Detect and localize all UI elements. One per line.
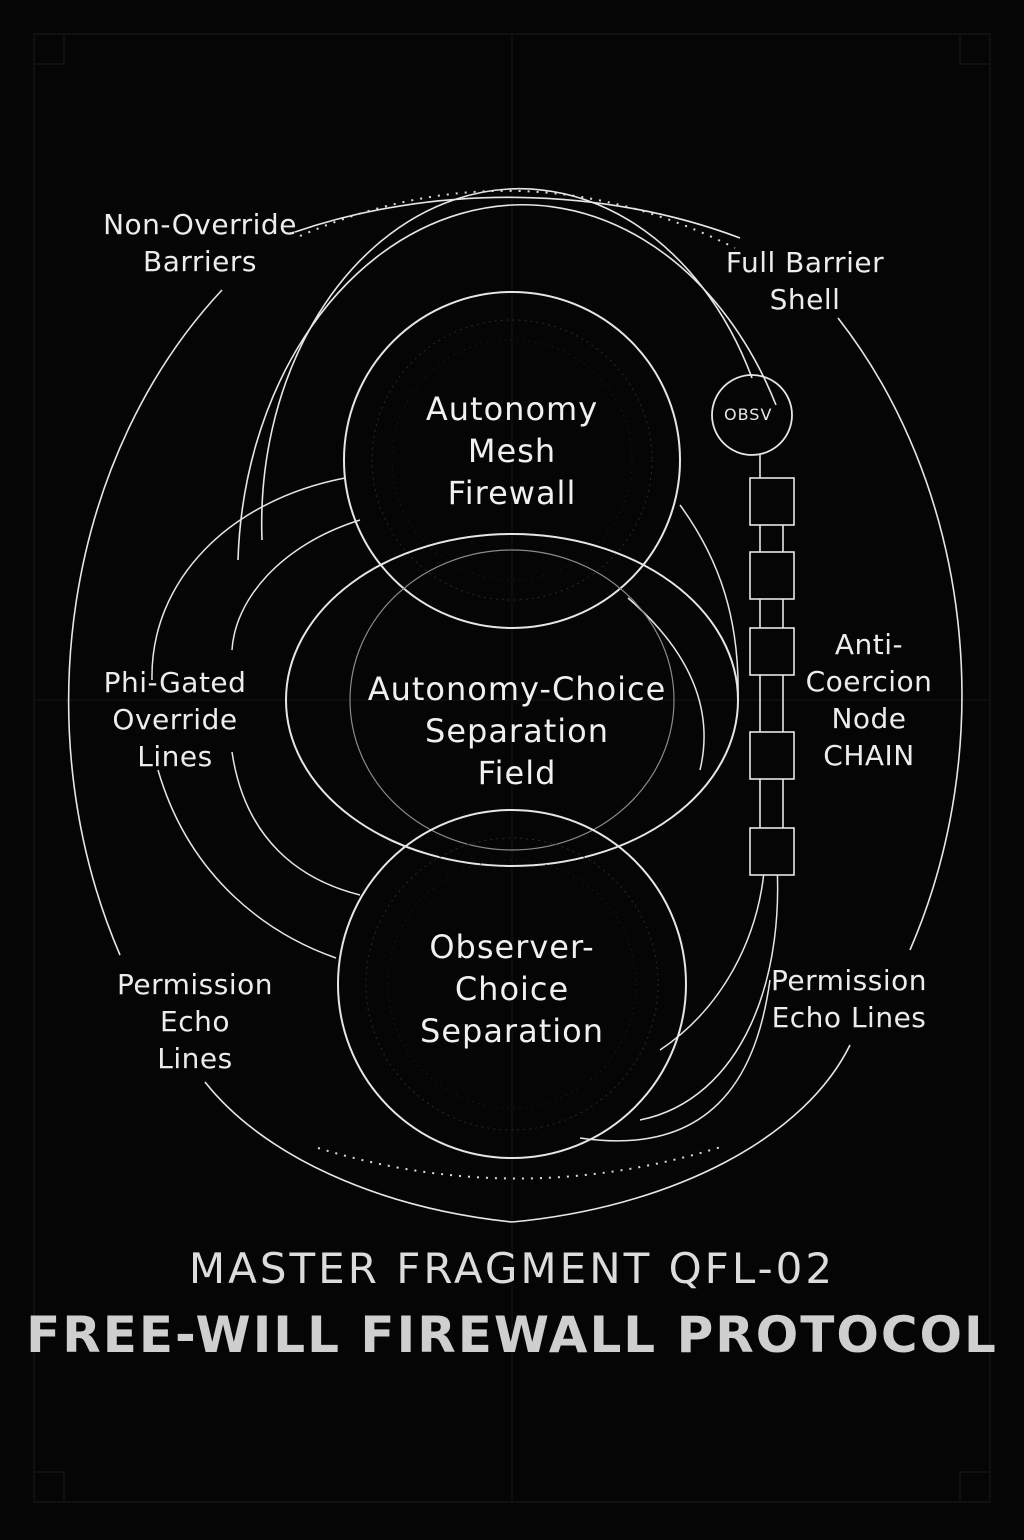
corner-mark-tl xyxy=(33,33,65,65)
dotted-bottom-arc xyxy=(317,1145,725,1180)
autonomy-mesh-firewall-label: Autonomy Mesh Firewall xyxy=(425,390,599,512)
override-line-outer xyxy=(151,477,346,681)
dotted-top-arc xyxy=(299,189,736,249)
corner-mark-bl xyxy=(33,1471,65,1503)
echo-line-right-1 xyxy=(659,859,766,1051)
shell-bottom-arc-right xyxy=(511,1044,851,1223)
echo-line-right-3 xyxy=(579,979,771,1142)
chain-node-2 xyxy=(749,551,795,600)
override-line-inner-lower xyxy=(231,751,361,896)
full-barrier-shell-label: Full Barrier Shell xyxy=(725,246,885,316)
observer-node-label: OBSV xyxy=(724,405,773,424)
full-barrier-shell-arc xyxy=(837,317,963,951)
corner-mark-br xyxy=(959,1471,991,1503)
permission-echo-lines-right-label: Permission Echo Lines xyxy=(770,964,928,1034)
autonomy-choice-separation-field-label: Autonomy-Choice Separation Field xyxy=(367,670,667,792)
non-override-barriers-label: Non-Override Barriers xyxy=(103,208,297,278)
dotted-barriers xyxy=(299,189,736,1180)
inner-shell-arc-2 xyxy=(237,204,777,561)
non-override-barrier-arc xyxy=(67,289,223,956)
chain-node-4 xyxy=(749,731,795,780)
background-frame xyxy=(33,33,991,1503)
inner-shell-arc xyxy=(260,187,753,541)
override-line-inner xyxy=(231,519,361,651)
fragment-title: MASTER FRAGMENT QFL-02 xyxy=(188,1244,836,1293)
observer-choice-inner-ring-2 xyxy=(387,859,637,1109)
observer-choice-inner-ring xyxy=(365,837,659,1131)
protocol-title: FREE-WILL FIREWALL PROTOCOL xyxy=(26,1306,998,1364)
observer-choice-separation-label: Observer- Choice Separation xyxy=(420,928,604,1050)
barrier-shell xyxy=(67,187,963,1223)
chain-node-1 xyxy=(749,477,795,526)
shell-top-arc xyxy=(294,196,741,239)
separation-field-inner-ellipse xyxy=(349,549,675,851)
echo-line-mid-right xyxy=(679,504,739,701)
echo-line-right-2 xyxy=(639,839,779,1121)
corner-mark-tr xyxy=(959,33,991,65)
autonomy-mesh-inner-ring xyxy=(371,319,653,601)
echo-line-mid-right-2 xyxy=(627,597,705,771)
observer-node-circle xyxy=(711,374,793,456)
chain-node-5 xyxy=(749,827,795,876)
permission-echo-lines-left-label: Permission Echo Lines xyxy=(116,968,274,1075)
observer-choice-circle xyxy=(337,809,687,1159)
autonomy-mesh-circle xyxy=(343,291,681,629)
phi-gated-override-lines xyxy=(151,477,361,959)
permission-echo-lines xyxy=(579,504,779,1142)
autonomy-mesh-inner-ring-2 xyxy=(391,339,633,581)
separation-field-ellipse xyxy=(285,533,739,867)
shell-bottom-arc-left xyxy=(204,1081,513,1223)
anti-coercion-chain xyxy=(711,374,795,876)
anti-coercion-node-chain-label: Anti- Coercion Node CHAIN xyxy=(805,628,933,772)
phi-gated-override-lines-label: Phi-Gated Override Lines xyxy=(103,666,247,773)
core-circles xyxy=(285,291,739,1159)
override-line-outer-lower xyxy=(157,769,337,959)
chain-node-3 xyxy=(749,627,795,676)
